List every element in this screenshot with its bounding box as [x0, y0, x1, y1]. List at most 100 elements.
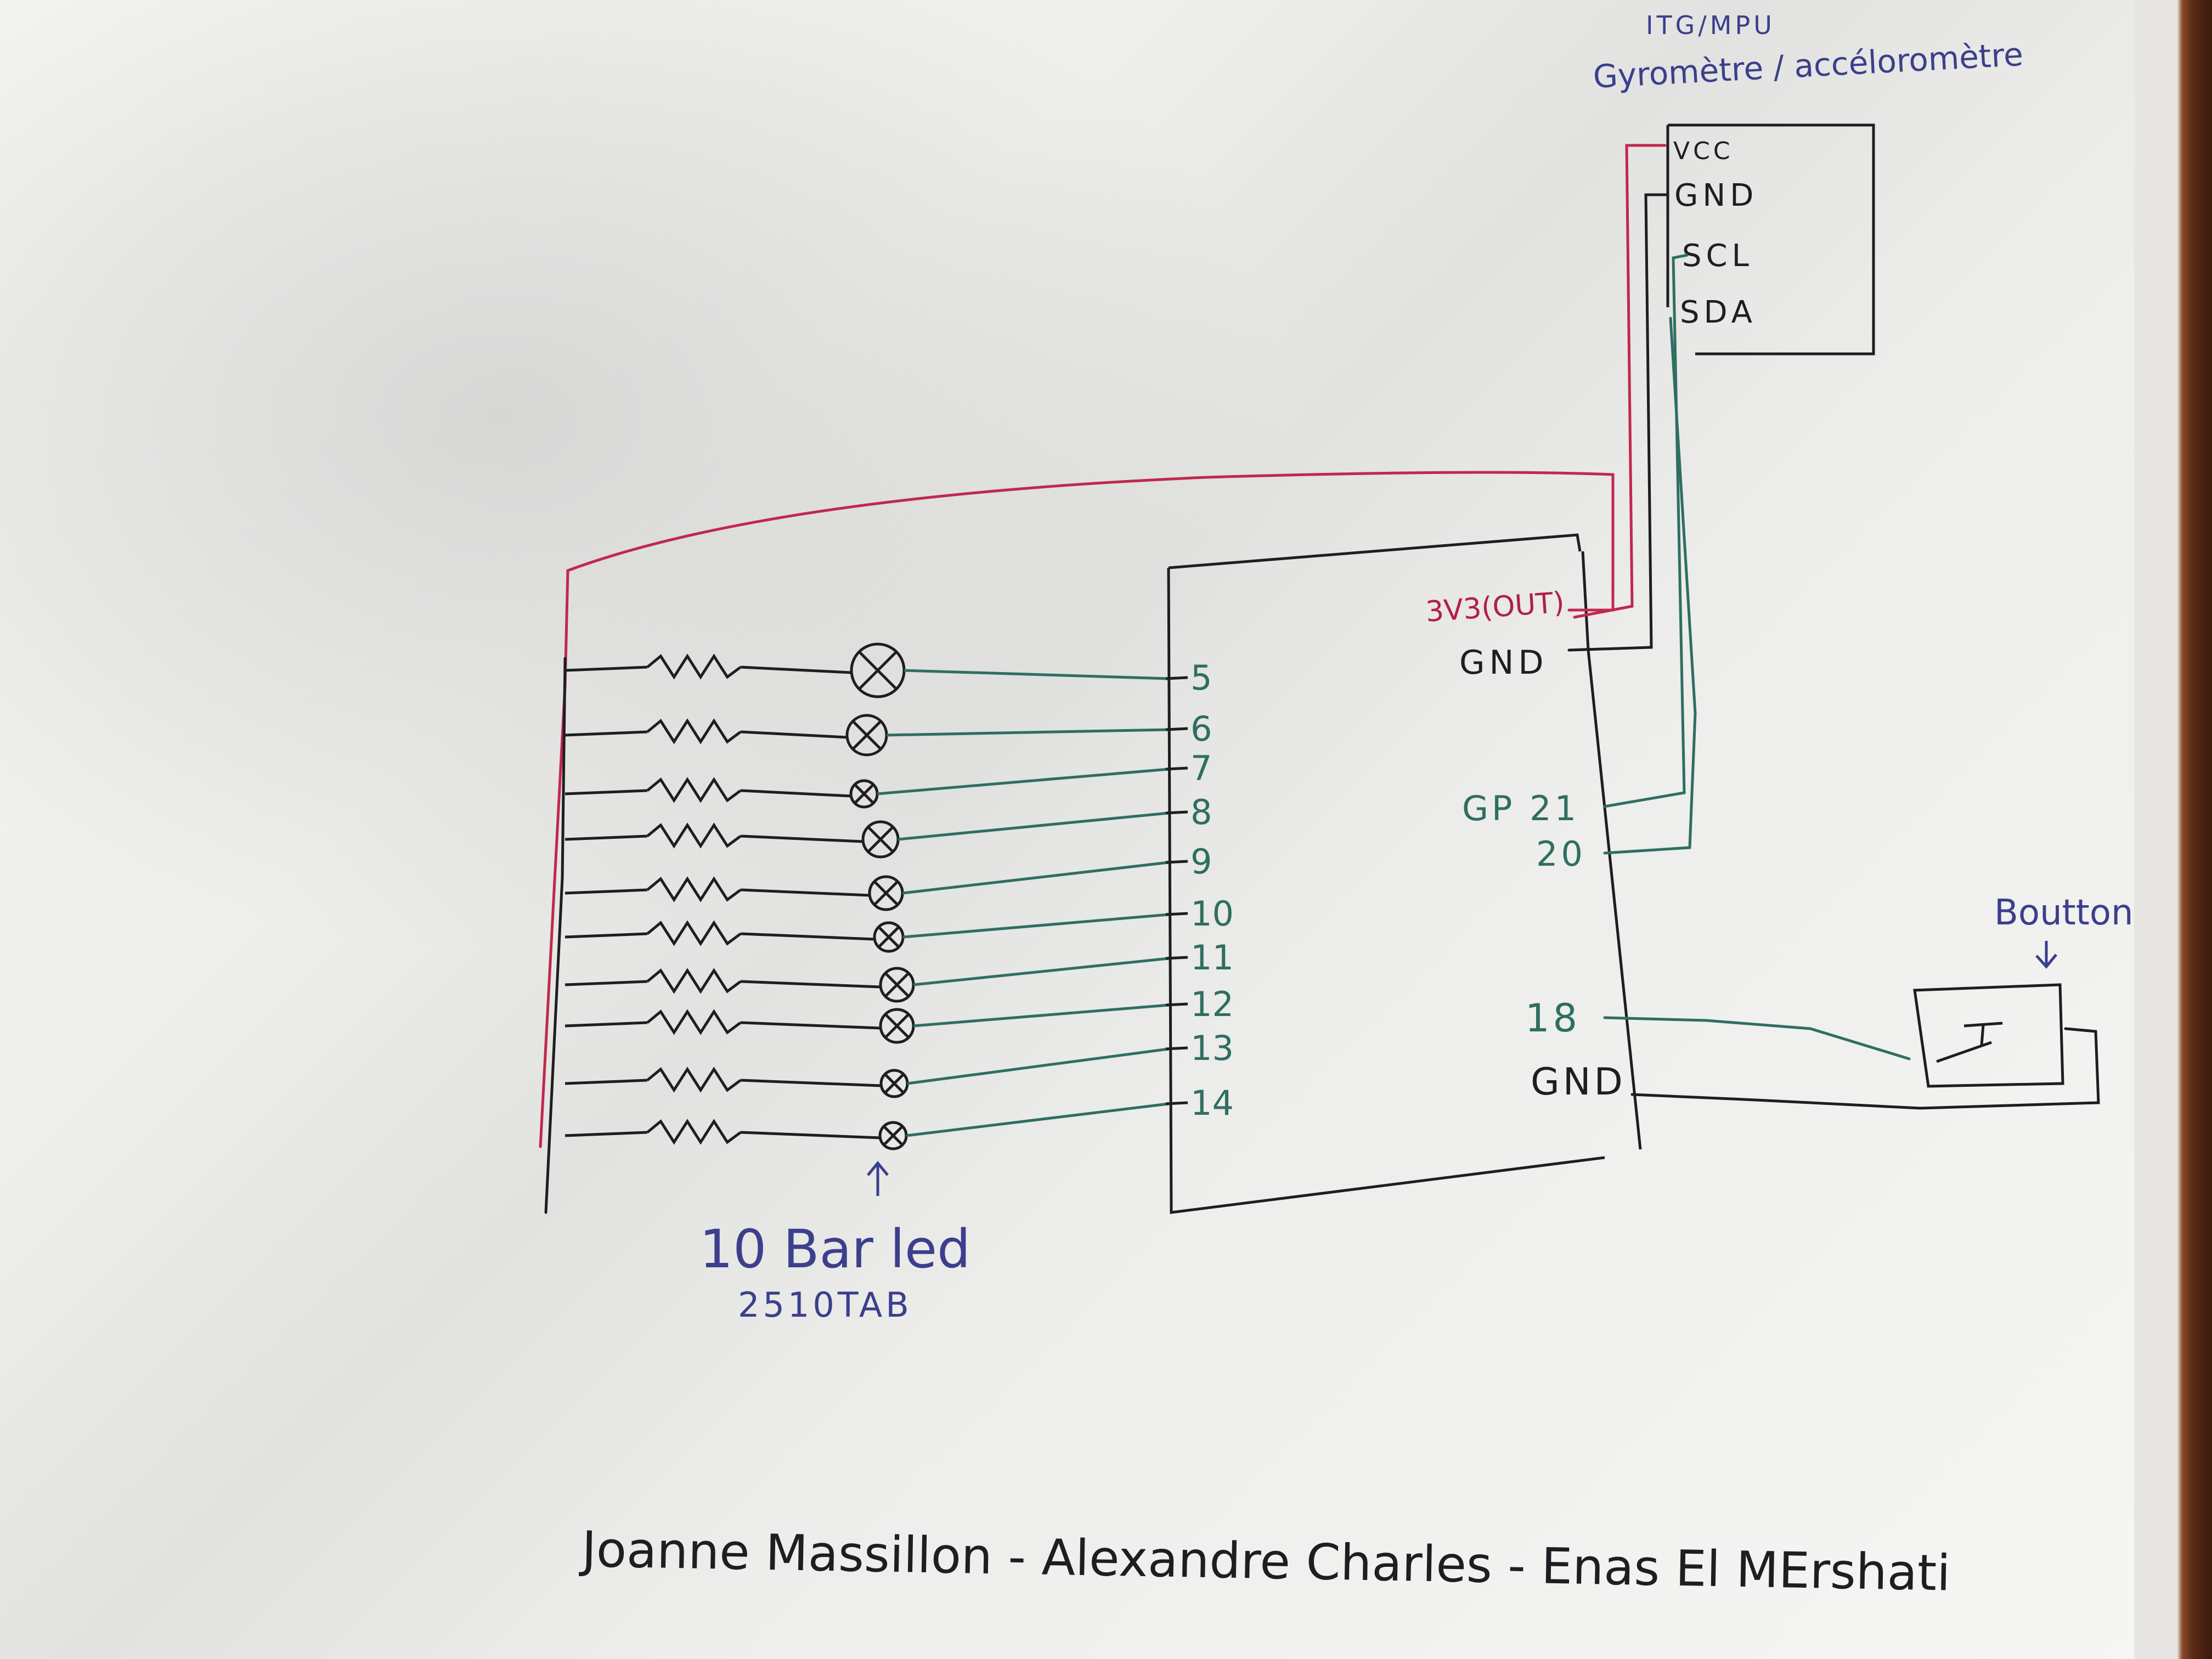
led-cross — [873, 881, 899, 906]
led-cross — [854, 783, 874, 804]
led-row — [565, 714, 1188, 757]
sensor-subtitle: Gyromètre / accéloromètre — [1592, 36, 2024, 95]
led-pin-number: 5 — [1190, 658, 1212, 698]
board-pin-gp21: GP 21 — [1462, 788, 1579, 828]
green-scl-wire — [1603, 253, 1689, 808]
resistor-to-led-wire — [740, 730, 848, 739]
led-row-lead — [565, 789, 648, 795]
resistor-to-led-wire — [740, 665, 852, 674]
led-rows — [565, 642, 1188, 1150]
led-pin-number: 6 — [1190, 709, 1212, 749]
led-cross — [852, 720, 882, 750]
led-row — [565, 766, 1188, 809]
resistor — [646, 1009, 742, 1035]
resistor — [646, 1119, 742, 1145]
led-cross — [884, 1073, 905, 1094]
led-row-lead — [565, 1131, 648, 1137]
led-row — [565, 1002, 1188, 1044]
led-row — [565, 642, 1188, 698]
resistor-to-led-wire — [740, 932, 875, 941]
led-bar-arrow-icon — [867, 1161, 889, 1196]
resistor — [646, 968, 742, 994]
led-cross — [878, 926, 900, 948]
resistor-to-led-wire — [740, 789, 851, 798]
resistor-to-led-wire — [740, 980, 881, 989]
led-to-pin-wire — [913, 1003, 1169, 1028]
pin-tick — [1165, 912, 1188, 916]
led-pin-number: 8 — [1190, 792, 1212, 832]
wooden-frame-edge — [2134, 0, 2212, 1659]
black-sensor-gnd-wire — [1567, 193, 1669, 652]
led-cross — [884, 1013, 910, 1039]
red-power-wire — [539, 471, 1615, 1148]
led-row — [565, 1046, 1188, 1098]
green-button-wire — [1603, 1016, 1911, 1060]
led-row-lead — [565, 932, 648, 939]
resistor — [646, 718, 742, 744]
board-pin-gp18: 18 — [1525, 996, 1581, 1041]
pin-tick — [1165, 766, 1188, 771]
led-row-lead — [565, 1079, 648, 1085]
led-to-pin-wire — [904, 669, 1169, 680]
led-pin-number: 13 — [1190, 1028, 1234, 1068]
pin-tick — [1165, 810, 1188, 815]
led-row — [565, 1101, 1188, 1150]
led-cross — [883, 1125, 904, 1146]
led-pin-number: 9 — [1190, 842, 1212, 882]
pin-tick — [1165, 860, 1188, 864]
led-pin-number: 14 — [1190, 1083, 1234, 1123]
authors-line: Joanne Massillon - Alexandre Charles - E… — [579, 1521, 1951, 1602]
led-cross — [867, 826, 894, 853]
resistor-to-led-wire — [740, 1131, 881, 1139]
board-pin-gp20: 20 — [1536, 834, 1586, 874]
pin-tick — [1165, 676, 1188, 680]
wires — [539, 144, 2100, 1214]
led-to-pin-wire — [877, 768, 1169, 795]
pin-tick — [1165, 1046, 1188, 1051]
sensor-pin-vcc: VCC — [1673, 137, 1734, 165]
led-row — [565, 810, 1188, 859]
resistor — [646, 822, 742, 849]
board-pin-gnd-bottom: GND — [1531, 1060, 1626, 1104]
pin-tick — [1165, 727, 1188, 731]
resistor-to-led-wire — [740, 888, 870, 897]
sensor-pin-sda: SDA — [1680, 295, 1757, 330]
button-label: Boutton — [1994, 893, 2134, 933]
microcontroller-board: 3V3(OUT) GND GP 21 20 18 GND 56789101112… — [1167, 533, 1642, 1214]
led-cross — [884, 972, 910, 997]
led-to-pin-wire — [902, 913, 1169, 939]
led-cross — [858, 651, 898, 690]
led-row-lead — [565, 665, 648, 672]
black-button-gnd-wire — [1630, 1027, 2100, 1110]
led-to-pin-wire — [913, 957, 1169, 986]
green-sda-wire — [1603, 317, 1697, 855]
sensor-pin-scl: SCL — [1682, 238, 1753, 274]
led-row — [565, 956, 1188, 1003]
sensor-box — [1668, 123, 1875, 356]
button-body — [1913, 983, 2064, 1088]
led-row-lead — [565, 888, 648, 895]
led-to-pin-wire — [902, 861, 1169, 895]
led-to-pin-wire — [886, 728, 1169, 737]
led-row-lead — [565, 730, 648, 737]
led-bar-label: 10 Bar led — [699, 1218, 970, 1280]
push-button: Boutton — [1913, 893, 2134, 1088]
led-row-lead — [565, 1021, 648, 1028]
pin-tick — [1165, 956, 1188, 960]
resistor — [646, 920, 742, 946]
led-to-pin-wire — [898, 811, 1169, 841]
sensor-title: ITG/MPU — [1646, 10, 1775, 40]
black-led-common-rail — [544, 657, 567, 1214]
resistor-to-led-wire — [740, 1079, 882, 1087]
red-sensor-vcc-wire — [1573, 144, 1667, 619]
led-row-lead — [565, 834, 648, 841]
sensor-module: ITG/MPU Gyromètre / accéloromètre VCC GN… — [1592, 10, 2024, 356]
sensor-pin-gnd: GND — [1674, 178, 1758, 213]
resistor — [646, 1066, 742, 1093]
board-pin-gnd-top: GND — [1459, 644, 1548, 682]
led-bar-annotation: 10 Bar led 2510TAB — [699, 1161, 970, 1325]
led-bar-part-number: 2510TAB — [738, 1285, 912, 1325]
